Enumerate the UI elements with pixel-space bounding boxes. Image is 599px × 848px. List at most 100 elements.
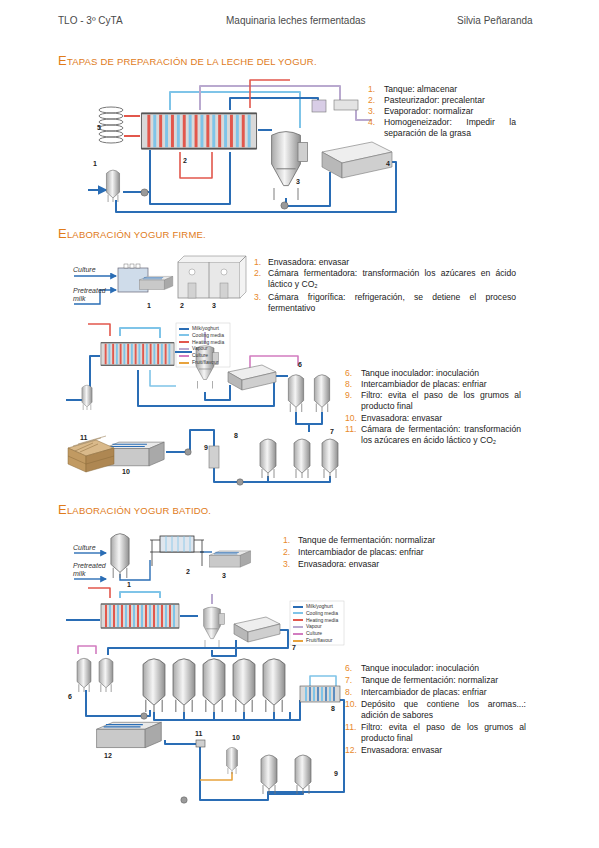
legend-swatch bbox=[293, 619, 303, 621]
list-number: 6. bbox=[345, 368, 352, 379]
legend-swatch bbox=[179, 348, 189, 350]
page-header: Maquinaria leches fermentadas bbox=[226, 15, 366, 26]
list-text: Tanque: almacenar bbox=[384, 84, 516, 95]
list-text: Envasadora: envasar bbox=[361, 413, 521, 424]
section-heading: ELABORACIÓN YOGUR BATIDO. bbox=[58, 504, 211, 516]
legend-row: Culture bbox=[293, 630, 322, 636]
legend-text: Milk/yoghurt bbox=[192, 325, 219, 331]
list-number: 8. bbox=[345, 379, 352, 390]
legend-text: Fruit/flavour bbox=[306, 637, 332, 643]
legend-text: Culture bbox=[306, 630, 322, 636]
legend-swatch bbox=[293, 626, 303, 628]
legend-text: Culture bbox=[192, 352, 208, 358]
list-number: 2. bbox=[283, 547, 290, 558]
list-number: 1. bbox=[283, 535, 290, 546]
legend-swatch bbox=[293, 606, 303, 608]
legend-text: Heating media bbox=[192, 339, 224, 345]
callout-number: 2 bbox=[183, 157, 187, 165]
list-text: Cámara fermentadora: transformación los … bbox=[268, 268, 516, 290]
legend-text: Vapour bbox=[306, 623, 322, 629]
legend-text: Cooling media bbox=[192, 332, 224, 338]
list-number: 3. bbox=[254, 292, 261, 303]
callout-number: 9 bbox=[204, 444, 208, 452]
list-number: 2. bbox=[254, 268, 261, 279]
callout-number: 11 bbox=[195, 730, 202, 738]
list-text: Homogeneizador: Impedir la separación de… bbox=[384, 117, 516, 139]
list-number: 3. bbox=[368, 106, 375, 117]
list-number: 2. bbox=[368, 95, 375, 106]
legend-row: Vapour bbox=[293, 623, 322, 629]
legend-row: Milk/yoghurt bbox=[179, 325, 219, 331]
legend-row: Fruit/flavour bbox=[179, 359, 218, 365]
legend-row: Vapour bbox=[179, 345, 208, 351]
legend-swatch bbox=[293, 640, 303, 642]
list-number: 12. bbox=[345, 745, 357, 756]
list-number: 4. bbox=[368, 117, 375, 128]
callout-number: 4 bbox=[386, 160, 390, 168]
legend-swatch bbox=[293, 633, 303, 635]
callout-number: 11 bbox=[80, 434, 87, 442]
flow-label: Culture bbox=[73, 544, 96, 552]
flow-label: Pretreated milk bbox=[73, 287, 109, 303]
list-number: 1. bbox=[368, 84, 375, 95]
list-number: 1. bbox=[254, 257, 261, 268]
callout-number: 6 bbox=[68, 693, 72, 701]
list-text: Envasadora: envasar bbox=[298, 559, 528, 570]
callout-number: 8 bbox=[234, 432, 238, 440]
callout-number: 10 bbox=[232, 734, 240, 742]
list-number: 3. bbox=[283, 559, 290, 570]
callout-number: 3 bbox=[222, 572, 226, 580]
callout-number: 3 bbox=[212, 302, 216, 310]
section-heading: ETAPAS DE PREPARACIÓN DE LA LECHE DEL YO… bbox=[58, 55, 317, 67]
legend-swatch bbox=[179, 328, 189, 330]
list-text: Depósito que contiene los aromas...: adi… bbox=[361, 699, 526, 721]
callout-number: 1 bbox=[93, 160, 97, 168]
list-text: Intercambiador de placas: enfriar bbox=[361, 379, 521, 390]
callout-number: 5 bbox=[97, 124, 101, 132]
list-text: Cámara de fermentación: transformación l… bbox=[361, 424, 521, 446]
list-text: Filtro: evita el paso de los grumos al p… bbox=[361, 390, 521, 412]
list-text: Envasadora: envasar bbox=[361, 745, 526, 756]
callout-number: 1 bbox=[147, 302, 151, 310]
list-number: 10. bbox=[345, 699, 357, 710]
list-text: Filtro: evita el paso de los grumos al p… bbox=[361, 722, 526, 744]
callout-number: 2 bbox=[186, 568, 190, 576]
callout-number: 9 bbox=[334, 770, 338, 778]
list-text: Envasadora: envasar bbox=[268, 257, 516, 268]
list-text: Evaporador: normalizar bbox=[384, 106, 516, 117]
callout-number: 8 bbox=[331, 705, 335, 713]
list-number: 9. bbox=[345, 390, 352, 401]
legend-text: Heating media bbox=[306, 617, 338, 623]
list-text: Pasteurizador: precalentar bbox=[384, 95, 516, 106]
legend-row: Culture bbox=[179, 352, 208, 358]
list-number: 10. bbox=[345, 413, 357, 424]
callout-number: 2 bbox=[180, 302, 184, 310]
callout-number: 6 bbox=[298, 361, 302, 369]
list-text: Intercambiador de placas: enfriar bbox=[361, 687, 526, 698]
callout-number: 10 bbox=[122, 468, 130, 476]
list-text: Tanque de fermentación: normalizar bbox=[298, 535, 528, 546]
callout-number: 12 bbox=[104, 752, 112, 760]
list-text: Tanque inoculador: inoculación bbox=[361, 368, 521, 379]
list-number: 6. bbox=[345, 663, 352, 674]
legend-row: Milk/yoghurt bbox=[293, 603, 333, 609]
list-number: 11. bbox=[345, 424, 356, 435]
callout-number: 7 bbox=[292, 644, 296, 652]
page-header: TLO - 3º CyTA bbox=[58, 15, 123, 26]
legend-text: Fruit/flavour bbox=[192, 359, 218, 365]
section-heading: ELABORACIÓN YOGUR FIRME. bbox=[58, 228, 206, 240]
legend-row: Cooling media bbox=[179, 332, 224, 338]
legend-row: Fruit/flavour bbox=[293, 637, 332, 643]
legend-swatch bbox=[293, 612, 303, 614]
page-header: Silvia Peñaranda bbox=[457, 15, 533, 26]
legend-swatch bbox=[179, 355, 189, 357]
callout-number: 7 bbox=[330, 428, 334, 436]
legend-swatch bbox=[179, 362, 189, 364]
legend-text: Vapour bbox=[192, 345, 208, 351]
legend-row: Heating media bbox=[293, 617, 338, 623]
callout-number: 3 bbox=[296, 178, 300, 186]
list-text: Tanque inoculador: inoculación bbox=[361, 663, 526, 674]
legend-text: Milk/yoghurt bbox=[306, 603, 333, 609]
list-number: 11. bbox=[345, 722, 356, 733]
